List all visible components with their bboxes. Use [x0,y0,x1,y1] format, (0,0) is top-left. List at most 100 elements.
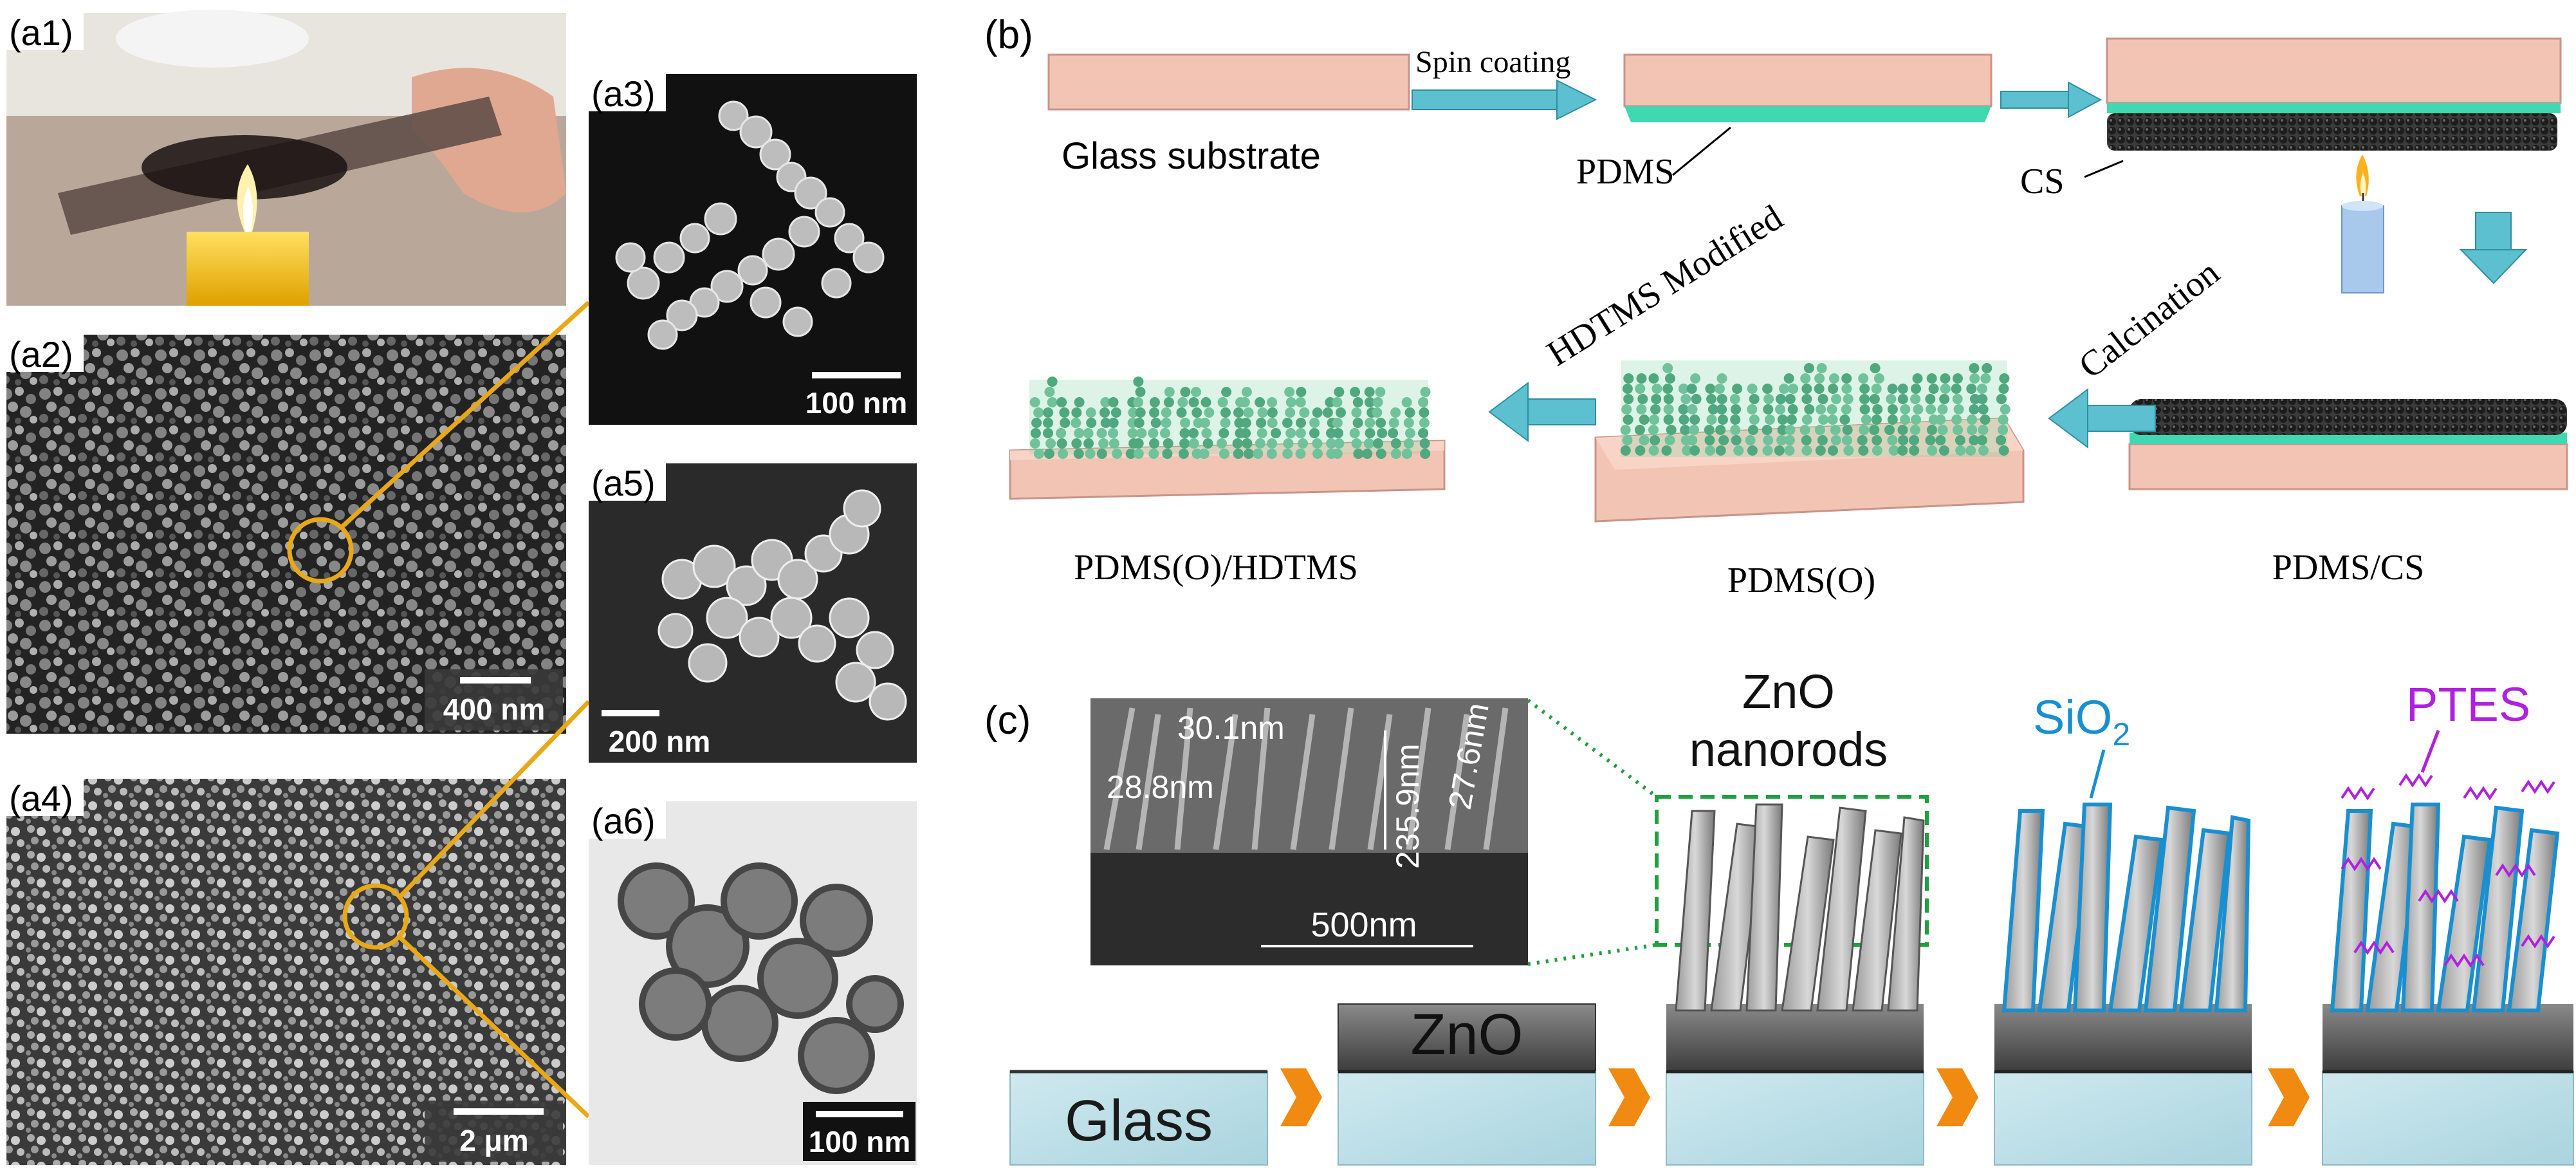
nanostructure-bead [1217,397,1228,407]
nanostructure-bead [1858,373,1869,384]
nanostructure-bead [1839,414,1850,425]
nanostructure-bead [1662,384,1673,394]
nanostructure-bead [1188,438,1199,449]
label-a2: (a2) [9,334,73,375]
nanostructure-bead [1976,384,1987,394]
nanostructure-bead [1043,407,1054,418]
nanostructure-bead [1243,449,1254,459]
nanostructure-bead [1800,373,1811,384]
nanostructure-bead [1202,438,1213,449]
nanostructure-bead [1762,384,1773,394]
nanostructure-bead [1325,397,1336,407]
label-a3: (a3) [591,73,656,114]
nanostructure-bead [1419,438,1430,449]
nanostructure-bead [1056,438,1067,449]
label-b: (b) [984,13,1033,57]
nanostructure-bead [1622,384,1633,394]
pdms-label: PDMS [1576,152,1675,192]
nanostructure-bead [1299,407,1310,418]
nanostructure-bead [1108,428,1119,438]
nanostructure-bead [1243,407,1254,418]
nanostructure-bead [1897,445,1908,456]
zno-seed-block [1338,1003,1596,1166]
nanostructure-bead [1031,418,1042,428]
nanostructure-bead [1133,449,1144,459]
nanostructure-bead [1191,387,1201,397]
nanostructure-bead [1099,407,1110,418]
nanostructure-bead [1912,373,1923,384]
nanostructure-bead [1637,394,1648,404]
nanostructure-bead [1801,435,1812,445]
nanostructure-bead [1403,438,1414,449]
nanostructure-bead [1803,363,1814,373]
nanostructure-bead [1978,404,1989,414]
nanostructure-bead [1689,445,1700,456]
cs-pointer [2084,160,2124,178]
panel-a4: (a4) 2 μm [6,778,566,1165]
nanostructure-bead [1940,373,1951,384]
nanostructure-bead [1404,407,1415,418]
nanostructure-bead [1716,373,1727,384]
scale-bar-a6 [816,1111,903,1117]
nanostructure-bead [1220,407,1231,418]
nanostructure-bead [1967,414,1978,425]
arrow-spin-coating [1412,79,1597,120]
nanostructure-bead [1730,425,1741,435]
nanostructure-bead [1326,428,1336,438]
label-a1: (a1) [9,12,73,53]
pdms-pointer [1672,126,1731,176]
nanostructure-bead [1953,425,1963,435]
scale-bar-a4 [454,1108,544,1115]
nanostructure-bead [1623,373,1634,384]
nanostructure-bead [1162,449,1173,459]
nanostructure-bead [1731,435,1742,445]
label-a5: (a5) [591,463,656,503]
nanostructure-bead [1285,428,1296,438]
nanostructure-bead [1730,414,1741,425]
nanostructure-bead [1887,414,1898,425]
nanostructure-bead [1375,449,1386,459]
nanostructure-bead [1233,407,1244,418]
nanostructure-bead [1636,373,1647,384]
nanostructure-bead [1128,407,1139,418]
scale-bar-a3 [812,372,901,378]
spin-coating-label: Spin coating [1415,45,1570,79]
nanostructure-bead [1296,387,1307,397]
inset-measure-3: 235.9nm [1390,743,1426,869]
nanostructure-bead [1634,425,1645,435]
nanostructure-bead [1888,445,1899,456]
nanostructure-bead [1351,407,1362,418]
nanostructure-bead [1365,397,1375,407]
nanostructure-bead [1815,445,1826,456]
nanostructure-bead [1256,418,1267,428]
panel-a6: (a6) 100 nm [589,801,917,1165]
nanostructure-bead [1352,397,1363,407]
nanostructure-bead [1623,414,1633,425]
nanostructure-bead [1909,445,1920,456]
nanostructure-bead [1295,397,1306,407]
nanostructure-bead [1109,438,1119,449]
nanostructure-bead [1240,418,1251,428]
ptes-block [2322,773,2574,1166]
nanostructure-bead [1763,435,1774,445]
nanostructure-bead [1801,445,1812,456]
nanostructure-bead [1762,445,1773,456]
nanostructure-bead [1678,404,1689,414]
nanostructure-bead [1716,404,1727,414]
nanostructure-bead [1841,384,1852,394]
nanostructure-bead [1332,449,1343,459]
nanostructure-bead [1732,384,1743,394]
nanostructure-bead [1045,438,1056,449]
panel-c: (c) 30.1nm 28.8nm 235.9nm 27.6nm 500nm [984,665,2574,1166]
nanostructure-bead [1814,425,1825,435]
nanostructure-bead [1897,394,1908,404]
nanostructure-bead [1033,407,1044,418]
nanostructure-bead [1689,425,1700,435]
nanostructure-bead [1909,425,1920,435]
nanostructure-bead [1784,435,1795,445]
nanostructure-bead [1828,373,1839,384]
nanostructure-bead [1191,449,1202,459]
nanostructure-bead [1859,425,1870,435]
scale-label-a3: 100 nm [805,386,908,420]
nanostructure-bead [1309,428,1320,438]
